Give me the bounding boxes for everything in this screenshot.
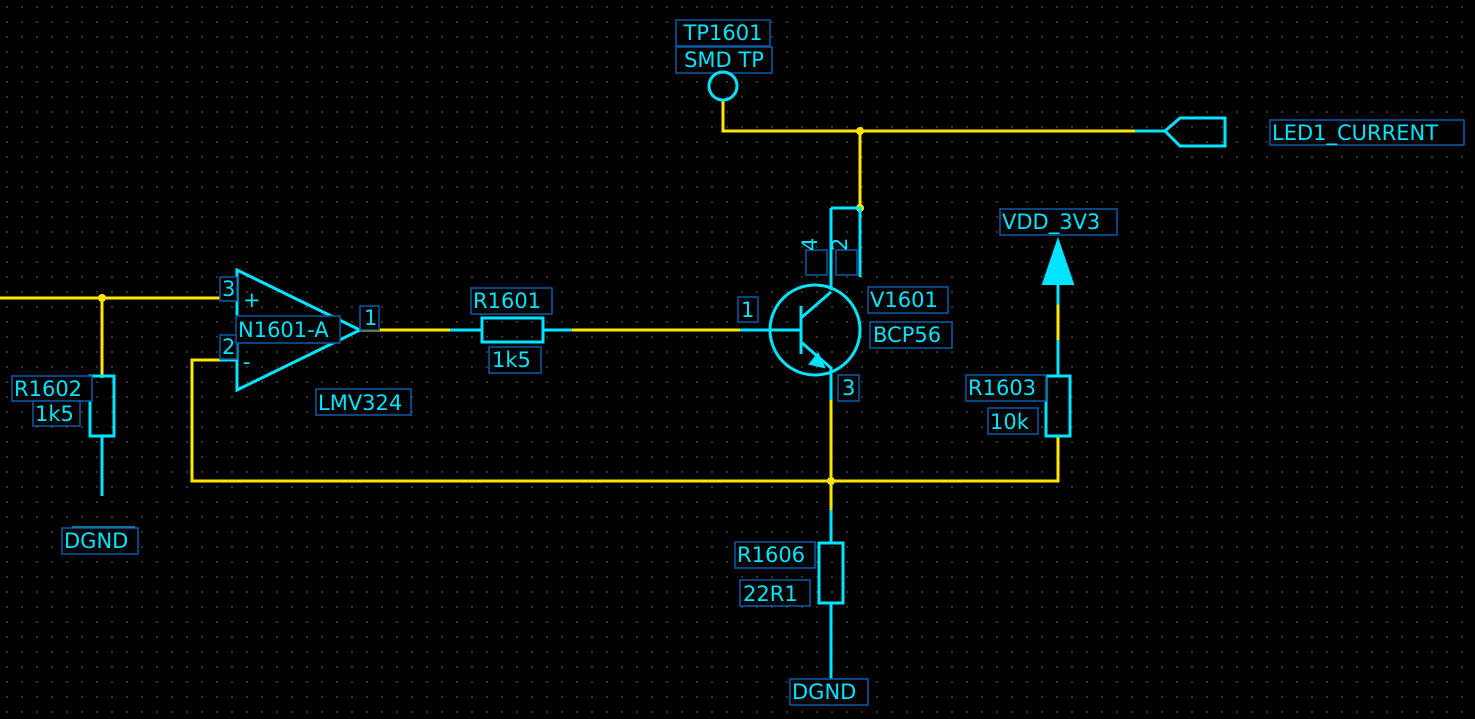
v1601-value-box bbox=[869, 321, 953, 349]
opamp-pin-out: 1 bbox=[364, 306, 377, 330]
opamp-minus-sign: - bbox=[243, 350, 251, 374]
transistor-collector-line bbox=[800, 290, 832, 320]
v1601-pin1-box bbox=[737, 296, 759, 323]
transistor-emitter-line bbox=[800, 340, 833, 400]
transistor-tab-pins bbox=[829, 206, 862, 277]
r1601-ref-box bbox=[470, 287, 553, 315]
r1601-body bbox=[480, 316, 545, 344]
opamp-ref-box bbox=[235, 315, 341, 344]
r1603-value: 10k bbox=[990, 410, 1030, 434]
transistor-v1601[interactable]: 1 4 2 3 V1601 BCP56 bbox=[737, 206, 953, 402]
opamp-pin1-box bbox=[359, 305, 380, 331]
net-port-symbol bbox=[1135, 116, 1227, 148]
v1601-pin-emitter: 3 bbox=[842, 376, 855, 400]
r1602-value-box bbox=[32, 400, 81, 427]
opamp-plus-sign: + bbox=[243, 288, 261, 312]
v1601-pin-base: 1 bbox=[741, 298, 754, 322]
junction-collector bbox=[856, 127, 864, 135]
r1606-value: 22R1 bbox=[743, 582, 798, 606]
r1602-ref: R1602 bbox=[14, 377, 82, 401]
tp1601-ref-box bbox=[675, 19, 771, 47]
v1601-pin3-box bbox=[837, 374, 860, 402]
test-point-tp1601[interactable]: TP1601 SMD TP bbox=[675, 19, 773, 102]
r1606-value-box bbox=[739, 579, 811, 607]
v1601-pin-collector: 2 bbox=[828, 238, 852, 251]
r1603-ref-box bbox=[965, 374, 1047, 402]
ground-right[interactable]: DGND bbox=[789, 640, 869, 706]
v1601-pin-tab: 4 bbox=[798, 238, 822, 251]
opamp-pin-inv: 2 bbox=[222, 335, 235, 359]
r1602-body bbox=[88, 374, 116, 438]
gnd-left-label: DGND bbox=[64, 529, 128, 553]
opamp-n1601a[interactable]: + - 3 2 1 N1601-A LMV324 bbox=[219, 267, 412, 416]
tp1601-value: SMD TP bbox=[684, 48, 764, 72]
wire-tp-net[interactable] bbox=[721, 98, 1137, 133]
r1606-body bbox=[817, 541, 845, 605]
r1606-ref: R1606 bbox=[737, 543, 805, 567]
r1603-ref: R1603 bbox=[968, 376, 1036, 400]
tp1601-symbol bbox=[707, 70, 739, 102]
r1603-value-box bbox=[987, 407, 1039, 435]
opamp-value-box bbox=[315, 388, 412, 416]
junction-input bbox=[98, 294, 106, 302]
opamp-value: LMV324 bbox=[318, 391, 402, 415]
wire-feedback[interactable] bbox=[190, 358, 1060, 483]
opamp-pin-noninv: 3 bbox=[222, 277, 235, 301]
ground-left[interactable]: DGND bbox=[61, 465, 139, 555]
resistor-r1606[interactable]: R1606 22R1 bbox=[734, 510, 845, 640]
r1602-value: 1k5 bbox=[35, 402, 74, 426]
gnd-right-box bbox=[789, 678, 869, 706]
r1601-ref: R1601 bbox=[473, 289, 541, 313]
v1601-ref-box bbox=[867, 286, 949, 314]
power-vdd[interactable]: VDD_3V3 bbox=[999, 208, 1118, 306]
resistor-r1602[interactable]: R1602 1k5 bbox=[11, 374, 116, 465]
net-label-box bbox=[1269, 119, 1465, 146]
net-label-text: LED1_CURRENT bbox=[1272, 121, 1438, 146]
vdd-label-box bbox=[999, 208, 1118, 236]
transistor-base-bar bbox=[771, 306, 803, 354]
net-label-led1-current[interactable]: LED1_CURRENT bbox=[1135, 116, 1465, 148]
opamp-ref: N1601-A bbox=[238, 318, 329, 342]
junction-emitter bbox=[827, 477, 835, 485]
v1601-value: BCP56 bbox=[873, 323, 941, 347]
vdd-label: VDD_3V3 bbox=[1002, 210, 1100, 235]
gnd-right-label: DGND bbox=[792, 680, 856, 704]
opamp-pin2-box bbox=[219, 334, 238, 360]
opamp-pin3-box bbox=[219, 276, 238, 302]
gnd-left-box bbox=[61, 527, 139, 555]
resistor-r1603[interactable]: R1603 10k bbox=[965, 340, 1072, 438]
v1601-pin4-box bbox=[805, 249, 828, 276]
r1601-value-box bbox=[488, 346, 542, 374]
resistor-r1601[interactable]: R1601 1k5 bbox=[450, 287, 572, 374]
tp1601-ref: TP1601 bbox=[683, 21, 763, 45]
transistor-emitter-arrow bbox=[808, 352, 826, 369]
wires bbox=[0, 98, 1137, 545]
v1601-ref: V1601 bbox=[870, 288, 938, 312]
r1606-ref-box bbox=[734, 541, 816, 569]
r1603-body bbox=[1044, 374, 1072, 438]
r1601-value: 1k5 bbox=[492, 348, 531, 372]
v1601-pin2-box bbox=[835, 249, 858, 276]
